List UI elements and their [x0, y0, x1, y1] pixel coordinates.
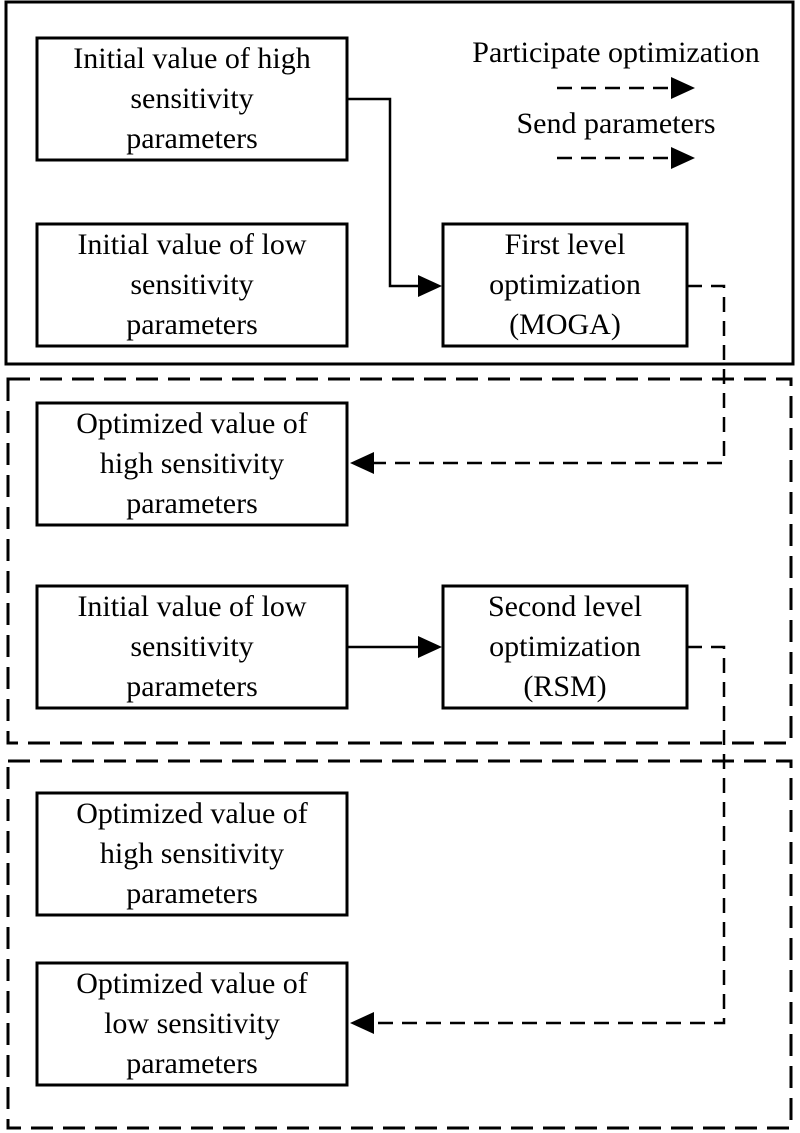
arrow-low-to-second-level-head [418, 636, 442, 658]
arrow-second-level-to-stage3-low [372, 645, 726, 1025]
svg-text:sensitivity: sensitivity [130, 82, 253, 115]
first-level-optimization-box: First level optimization (MOGA) [441, 222, 689, 348]
svg-text:(RSM): (RSM) [523, 670, 606, 703]
stage3-high-optimized-box: Optimized value of high sensitivity para… [35, 791, 349, 917]
svg-text:Initial value of high: Initial value of high [73, 42, 310, 75]
svg-text:sensitivity: sensitivity [130, 268, 253, 301]
legend: Participate optimization Send parameters [472, 36, 760, 169]
stage2-frame [6, 377, 793, 745]
stage1-high-initial-box: Initial value of high sensitivity parame… [35, 36, 349, 162]
svg-text:low sensitivity: low sensitivity [104, 1007, 280, 1040]
stage3-frame [6, 759, 793, 1130]
legend-participate-label: Participate optimization [472, 36, 759, 69]
svg-text:parameters: parameters [126, 122, 258, 155]
stage3-low-optimized-box: Optimized value of low sensitivity param… [35, 961, 349, 1087]
stage1-frame [4, 0, 795, 366]
legend-send-label: Send parameters [516, 107, 715, 140]
svg-text:Optimized value of: Optimized value of [76, 967, 308, 1000]
svg-text:Initial value of low: Initial value of low [77, 590, 306, 623]
svg-text:optimization: optimization [489, 268, 641, 301]
svg-text:Optimized value of: Optimized value of [76, 797, 308, 830]
arrow-first-level-to-stage2-high-head [350, 452, 374, 474]
svg-text:parameters: parameters [126, 487, 258, 520]
legend-participate-arrowhead [671, 77, 695, 99]
arrow-high-to-first-level-head [418, 275, 442, 297]
stage1-low-initial-box: Initial value of low sensitivity paramet… [35, 222, 349, 348]
svg-text:parameters: parameters [126, 1047, 258, 1080]
svg-text:Second level: Second level [488, 590, 642, 623]
svg-text:parameters: parameters [126, 308, 258, 341]
arrow-second-level-to-stage3-low-head [350, 1012, 374, 1034]
svg-text:parameters: parameters [126, 877, 258, 910]
stage2-high-optimized-box: Optimized value of high sensitivity para… [35, 401, 349, 527]
arrow-high-to-first-level [347, 97, 420, 288]
legend-send-arrowhead [671, 147, 695, 169]
second-level-optimization-box: Second level optimization (RSM) [441, 584, 689, 710]
stage2-low-initial-box: Initial value of low sensitivity paramet… [35, 584, 349, 710]
arrow-first-level-to-stage2-high [372, 284, 726, 465]
svg-text:high sensitivity: high sensitivity [100, 837, 284, 870]
svg-text:high sensitivity: high sensitivity [100, 447, 284, 480]
svg-text:Optimized value of: Optimized value of [76, 407, 308, 440]
svg-text:sensitivity: sensitivity [130, 630, 253, 663]
svg-text:parameters: parameters [126, 670, 258, 703]
svg-text:optimization: optimization [489, 630, 641, 663]
svg-text:(MOGA): (MOGA) [509, 308, 621, 341]
svg-text:Initial value of low: Initial value of low [77, 228, 306, 261]
svg-text:First level: First level [505, 228, 626, 261]
